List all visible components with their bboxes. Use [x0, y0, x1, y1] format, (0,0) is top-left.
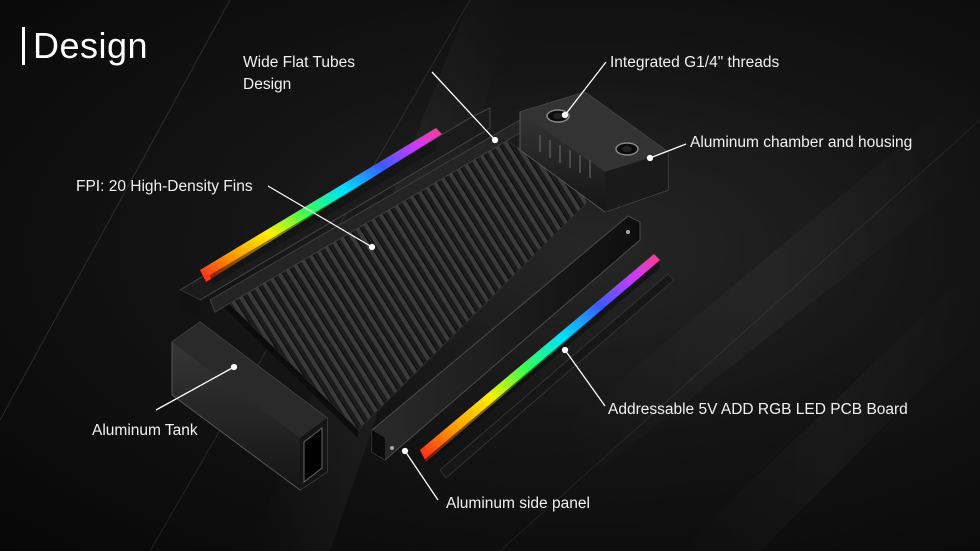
- callout-aluminum-side-panel: Aluminum side panel: [446, 495, 590, 512]
- callout-fpi-fins: FPI: 20 High-Density Fins: [76, 178, 253, 195]
- callout-leader-lines: [155, 61, 687, 501]
- callout-wide-flat-tubes-line2: Design: [243, 76, 292, 93]
- page-title-group: Design: [22, 24, 148, 68]
- aluminum-side-panel: [371, 215, 641, 461]
- top-rgb-led-strip: [200, 128, 442, 285]
- callout-rgb-led-board: Addressable 5V ADD RGB LED PCB Board: [608, 401, 908, 418]
- callout-aluminum-tank: Aluminum Tank: [92, 422, 198, 439]
- outer-diffuser-strip: [439, 273, 675, 479]
- callout-aluminum-chamber: Aluminum chamber and housing: [690, 134, 913, 151]
- aluminum-tank: [171, 321, 328, 491]
- callout-g14-threads: Integrated G1/4" threads: [610, 54, 780, 71]
- callout-wide-flat-tubes: Wide Flat Tubes Design: [243, 52, 355, 96]
- title-accent-bar: [22, 27, 25, 65]
- addressable-rgb-led-board: [420, 254, 660, 466]
- page-title: Design: [33, 25, 149, 66]
- callout-wide-flat-tubes-line1: Wide Flat Tubes: [243, 54, 355, 71]
